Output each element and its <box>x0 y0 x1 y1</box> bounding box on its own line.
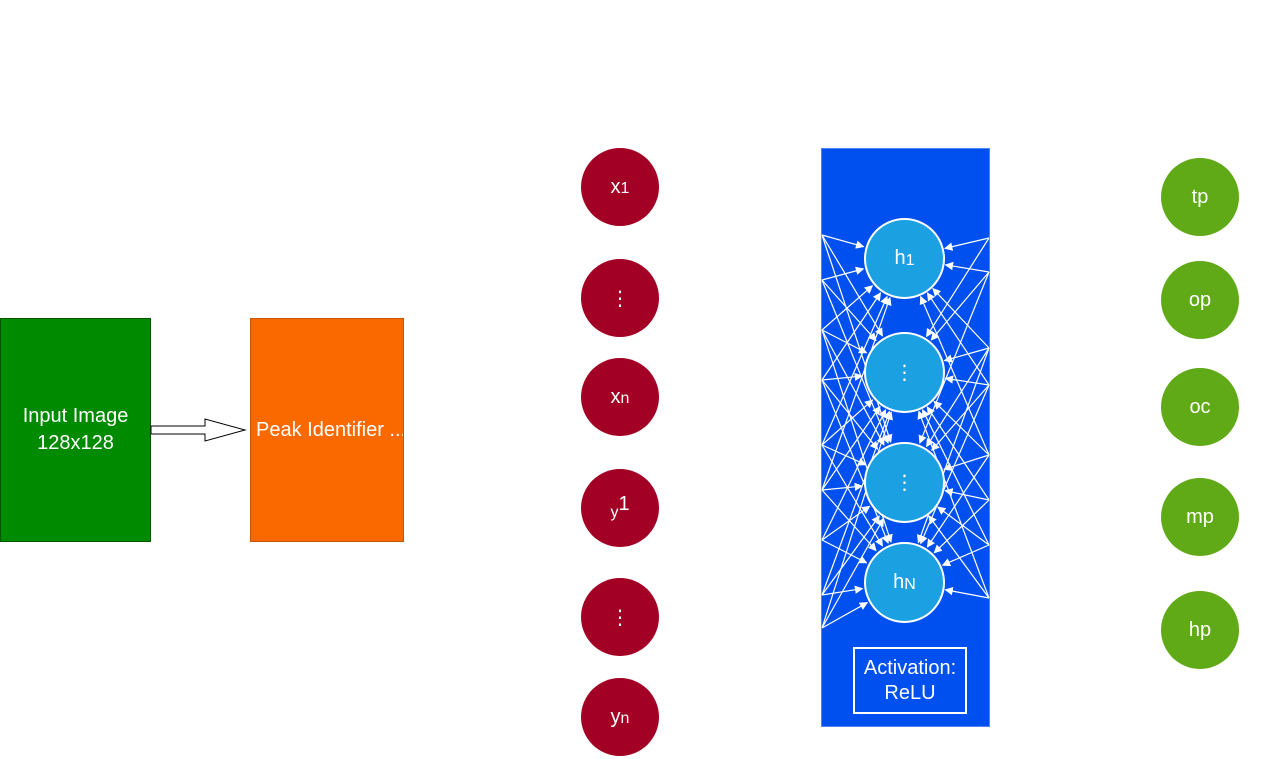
connection-line <box>821 410 891 596</box>
node-label: tp <box>1191 185 1209 208</box>
connection-line <box>821 329 868 354</box>
connection-line <box>943 347 990 363</box>
pipeline-arrow <box>150 418 247 442</box>
connection-line <box>944 237 990 251</box>
node-label: oc <box>1189 395 1211 418</box>
hidden-node-ellipsis-a: ⋮ <box>864 332 945 413</box>
connection-line <box>821 405 881 491</box>
input-image-box: Input Image 128x128 <box>0 318 151 542</box>
input-image-size: 128x128 <box>37 432 114 454</box>
input-image-title: Input Image <box>22 405 129 427</box>
node-subscript: N <box>904 575 916 593</box>
connection-line <box>941 544 990 567</box>
output-node-op: op <box>1161 261 1239 339</box>
connection-line <box>821 296 892 491</box>
connection-line <box>821 234 865 249</box>
connection-line <box>821 292 882 381</box>
node-label: ⋮ <box>894 472 915 494</box>
connection-line <box>821 295 888 446</box>
activation-box: Activation: ReLU <box>853 647 967 714</box>
connection-line <box>821 399 874 446</box>
node-superscript: 1 <box>618 492 630 515</box>
connection-line <box>821 329 885 446</box>
output-node-tp: tp <box>1161 158 1239 236</box>
output-node-mp: mp <box>1161 478 1239 556</box>
input-stub-group <box>653 180 663 724</box>
connection-line <box>821 285 874 331</box>
connection-line <box>944 488 990 501</box>
connection-line <box>821 515 880 596</box>
connection-line <box>821 517 884 629</box>
node-label: y <box>610 504 619 521</box>
connection-line <box>931 384 990 452</box>
connection-line <box>821 482 864 491</box>
hidden-node-ellipsis-b: ⋮ <box>864 442 945 523</box>
connection-line <box>821 379 879 450</box>
connection-line <box>821 279 890 444</box>
input-node-ellipsis-y: ⋮ <box>581 578 659 656</box>
node-label: ⋮ <box>894 362 915 384</box>
node-label: ⋮ <box>610 606 630 629</box>
connection-line <box>926 292 990 386</box>
connection-line <box>944 375 990 386</box>
connection-line <box>919 295 990 456</box>
node-subscript: 1 <box>905 251 915 269</box>
connection-line <box>821 234 883 337</box>
connection-line <box>944 261 990 273</box>
node-subscript: n <box>620 390 630 407</box>
connection-line <box>821 408 887 541</box>
connection-line <box>917 410 990 599</box>
node-label: x <box>610 385 621 408</box>
connection-line <box>944 587 990 599</box>
connection-line <box>821 505 871 541</box>
connection-line <box>933 400 990 456</box>
input-node-ellipsis-x: ⋮ <box>581 259 659 337</box>
connection-line <box>926 406 990 501</box>
peak-identifier-box: Peak Identifier ... <box>250 318 404 542</box>
hidden-wire-group <box>821 234 990 629</box>
activation-function: ReLU <box>884 681 936 704</box>
connection-line <box>921 408 990 546</box>
node-subscript: 1 <box>620 180 630 197</box>
peak-identifier-label: Peak Identifier ... <box>256 418 404 441</box>
connection-line <box>943 454 990 471</box>
node-label: h <box>894 247 906 269</box>
connection-line <box>932 287 990 349</box>
output-node-hp: hp <box>1161 591 1239 669</box>
node-label: y <box>610 705 621 728</box>
connection-line <box>821 444 867 466</box>
connection-line <box>821 602 869 629</box>
connection-line <box>821 411 893 629</box>
node-label: hp <box>1188 618 1212 641</box>
output-node-oc: oc <box>1161 368 1239 446</box>
node-subscript: n <box>620 710 630 727</box>
node-label: h <box>893 571 905 593</box>
activation-label: Activation: <box>863 656 957 679</box>
connection-line <box>821 372 864 381</box>
connection-line <box>925 347 990 448</box>
connection-line <box>821 266 865 281</box>
node-label: ⋮ <box>610 287 630 310</box>
node-label: mp <box>1186 505 1214 528</box>
connection-line <box>926 454 990 548</box>
connection-line <box>821 539 868 564</box>
node-label: op <box>1188 288 1212 311</box>
connection-line <box>937 506 990 546</box>
node-label: x <box>610 175 621 198</box>
connection-line <box>930 271 990 341</box>
connection-line <box>925 237 990 338</box>
connection-line <box>821 279 877 342</box>
connection-line <box>928 515 990 599</box>
